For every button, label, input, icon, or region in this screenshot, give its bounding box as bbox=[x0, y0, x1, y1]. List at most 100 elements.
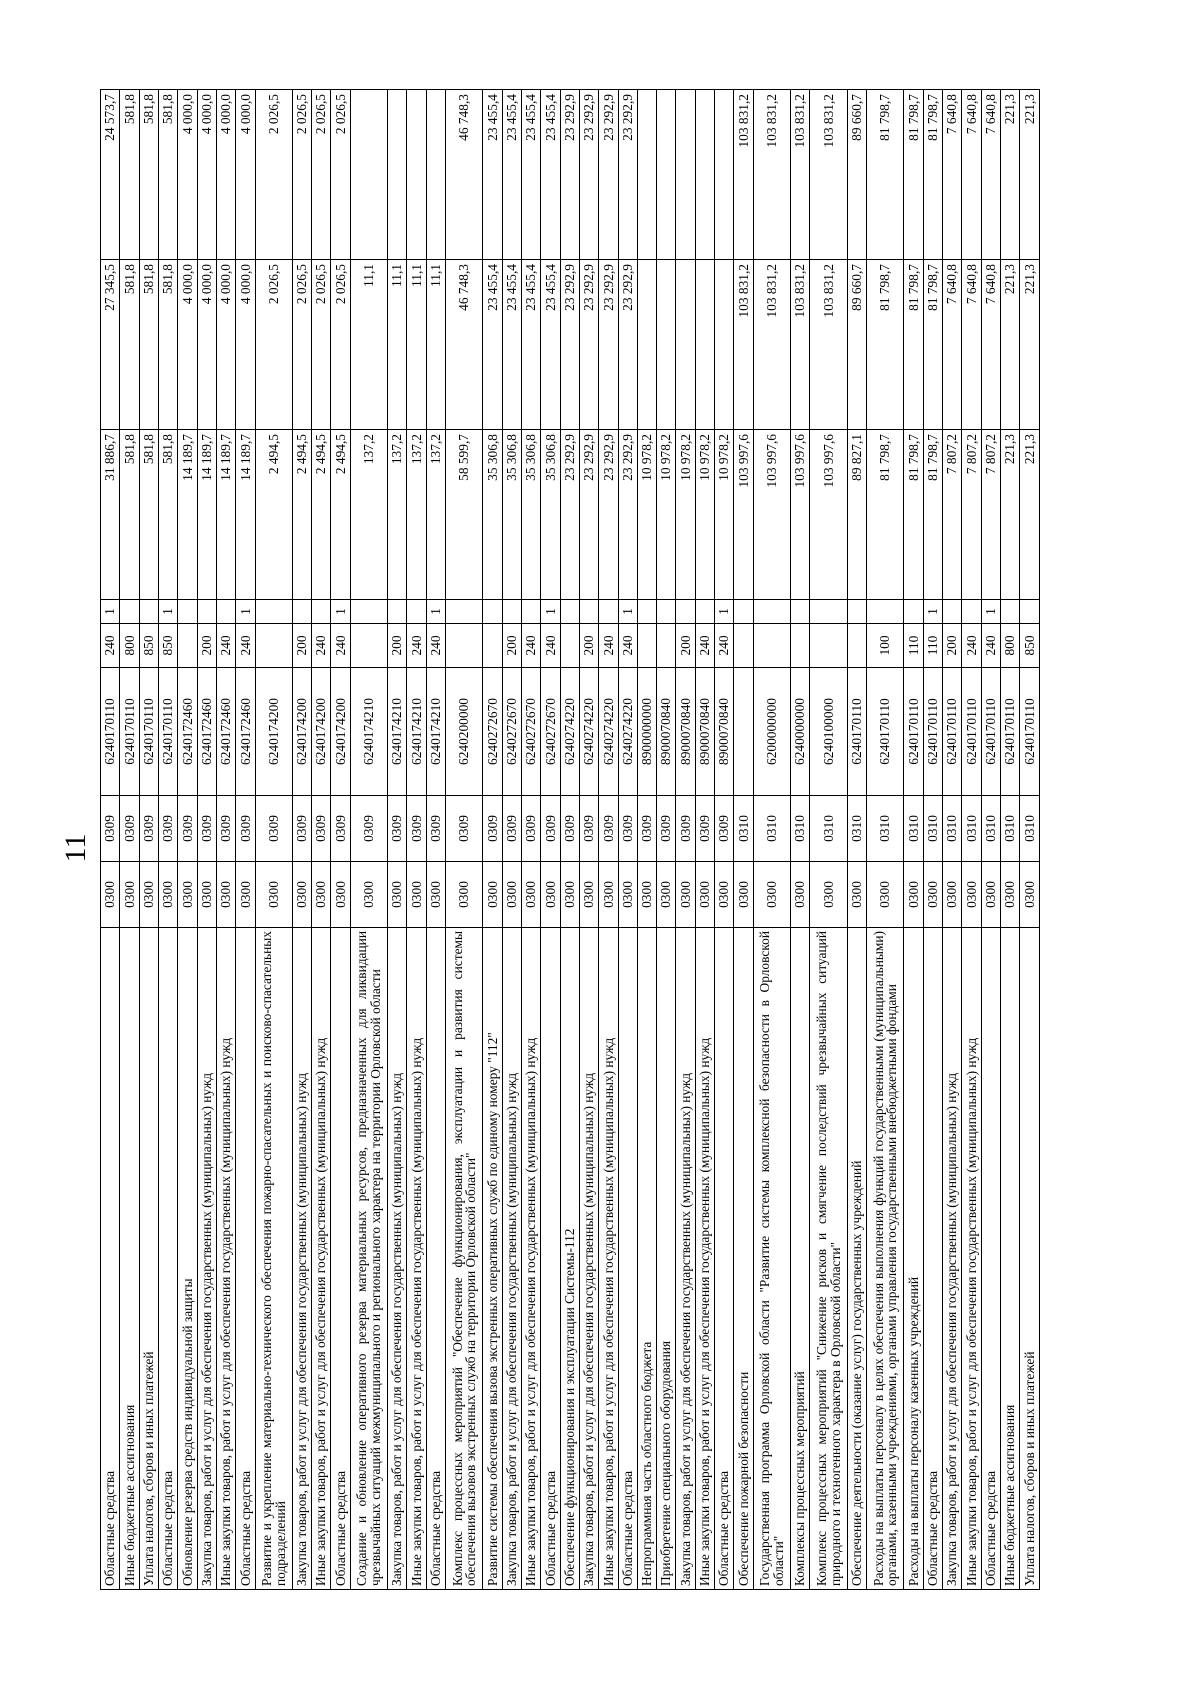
row-name: Создание и обновление оперативного резер… bbox=[350, 927, 388, 1590]
row-name: Иные закупки товаров, работ и услуг для … bbox=[961, 927, 982, 1590]
amount-3: 23 455,4 bbox=[540, 89, 561, 260]
source-mark: 1 bbox=[714, 599, 734, 624]
expense-type-code: 200 bbox=[292, 623, 312, 668]
row-name: Закупка товаров, работ и услуг для обесп… bbox=[942, 927, 962, 1590]
amount-1: 10 978,2 bbox=[695, 429, 715, 600]
source-mark bbox=[119, 599, 140, 624]
row-name: Обеспечение функционирования и эксплуата… bbox=[560, 927, 580, 1590]
amount-2: 23 292,9 bbox=[560, 259, 580, 430]
amount-1: 81 798,7 bbox=[903, 429, 924, 600]
target-article-code: 6240272670 bbox=[502, 667, 522, 796]
amount-1: 31 886,7 bbox=[100, 429, 120, 600]
amount-1: 35 306,8 bbox=[540, 429, 561, 600]
source-mark bbox=[675, 599, 696, 624]
subsection-code: 0309 bbox=[406, 795, 427, 862]
amount-3: 103 831,2 bbox=[733, 89, 754, 260]
target-article-code bbox=[733, 667, 754, 796]
section-code: 0300 bbox=[753, 861, 791, 928]
amount-3: 23 292,9 bbox=[579, 89, 599, 260]
source-mark bbox=[847, 599, 867, 624]
table-row: Обновление резерва средств индивидуально… bbox=[177, 89, 198, 1590]
source-mark bbox=[866, 599, 904, 624]
amount-1: 10 978,2 bbox=[637, 429, 657, 600]
subsection-code: 0309 bbox=[445, 795, 483, 862]
source-mark bbox=[656, 599, 676, 624]
subsection-code: 0310 bbox=[942, 795, 962, 862]
amount-2: 11,1 bbox=[387, 259, 407, 430]
target-article-code: 6240000000 bbox=[790, 667, 810, 796]
target-article-code: 6240274220 bbox=[618, 667, 638, 796]
row-name: Непрограммная часть областного бюджета bbox=[637, 927, 657, 1590]
amount-2: 103 831,2 bbox=[733, 259, 754, 430]
amount-3 bbox=[695, 89, 715, 260]
target-article-code: 8900000000 bbox=[637, 667, 657, 796]
amount-3 bbox=[637, 89, 657, 260]
subsection-code: 0309 bbox=[330, 795, 351, 862]
section-code: 0300 bbox=[177, 861, 198, 928]
subsection-code: 0310 bbox=[923, 795, 943, 862]
section-code: 0300 bbox=[809, 861, 848, 928]
section-code: 0300 bbox=[656, 861, 676, 928]
table-row: Закупка товаров, работ и услуг для обесп… bbox=[579, 89, 599, 1590]
target-article-code: 6240170110 bbox=[866, 667, 904, 796]
section-code: 0300 bbox=[387, 861, 407, 928]
amount-2: 103 831,2 bbox=[753, 259, 791, 430]
amount-2: 221,3 bbox=[1000, 259, 1020, 430]
amount-1: 103 997,6 bbox=[733, 429, 754, 600]
amount-3: 23 292,9 bbox=[618, 89, 638, 260]
amount-1: 7 807,2 bbox=[961, 429, 982, 600]
amount-2: 581,8 bbox=[119, 259, 140, 430]
page-number: 11 bbox=[59, 833, 92, 863]
subsection-code: 0309 bbox=[292, 795, 312, 862]
subsection-code: 0309 bbox=[311, 795, 331, 862]
subsection-code: 0310 bbox=[790, 795, 810, 862]
source-mark: 1 bbox=[235, 599, 255, 624]
row-name: Обеспечение пожарной безопасности bbox=[733, 927, 754, 1590]
expense-type-code bbox=[177, 623, 198, 668]
target-article-code: 6240174200 bbox=[311, 667, 331, 796]
target-article-code: 6240170110 bbox=[981, 667, 1001, 796]
expense-type-code: 240 bbox=[330, 623, 351, 668]
source-mark bbox=[482, 599, 503, 624]
table-row: Развитие и укрепление материально-технич… bbox=[255, 89, 293, 1590]
expense-type-code: 240 bbox=[714, 623, 734, 668]
target-article-code: 6240174210 bbox=[426, 667, 446, 796]
subsection-code: 0309 bbox=[560, 795, 580, 862]
amount-3: 2 026,5 bbox=[311, 89, 331, 260]
amount-1: 137,2 bbox=[406, 429, 427, 600]
subsection-code: 0309 bbox=[714, 795, 734, 862]
section-code: 0300 bbox=[445, 861, 483, 928]
table-row: Закупка товаров, работ и услуг для обесп… bbox=[942, 89, 962, 1590]
amount-2: 89 660,7 bbox=[847, 259, 867, 430]
section-code: 0300 bbox=[714, 861, 734, 928]
amount-1: 35 306,8 bbox=[482, 429, 503, 600]
section-code: 0300 bbox=[406, 861, 427, 928]
row-name: Закупка товаров, работ и услуг для обесп… bbox=[579, 927, 599, 1590]
source-mark bbox=[579, 599, 599, 624]
amount-3: 581,8 bbox=[119, 89, 140, 260]
expense-type-code: 200 bbox=[942, 623, 962, 668]
amount-3: 46 748,3 bbox=[445, 89, 483, 260]
amount-3 bbox=[406, 89, 427, 260]
section-code: 0300 bbox=[1000, 861, 1020, 928]
amount-1: 2 494,5 bbox=[292, 429, 312, 600]
amount-3: 81 798,7 bbox=[923, 89, 943, 260]
target-article-code: 8900070840 bbox=[675, 667, 696, 796]
amount-1: 581,8 bbox=[158, 429, 178, 600]
source-mark bbox=[387, 599, 407, 624]
table-row: Расходы на выплаты персоналу в целях обе… bbox=[866, 89, 904, 1590]
expense-type-code: 240 bbox=[311, 623, 331, 668]
amount-3: 103 831,2 bbox=[809, 89, 848, 260]
table-row: Закупка товаров, работ и услуг для обесп… bbox=[387, 89, 407, 1590]
amount-1: 7 807,2 bbox=[981, 429, 1001, 600]
row-name: Уплата налогов, сборов и иных платежей bbox=[1019, 927, 1040, 1590]
subsection-code: 0309 bbox=[255, 795, 293, 862]
source-mark bbox=[1000, 599, 1020, 624]
amount-3: 4 000,0 bbox=[216, 89, 236, 260]
table-row: Развитие системы обеспечения вызова экст… bbox=[482, 89, 503, 1590]
expense-type-code: 240 bbox=[521, 623, 541, 668]
section-code: 0300 bbox=[311, 861, 331, 928]
